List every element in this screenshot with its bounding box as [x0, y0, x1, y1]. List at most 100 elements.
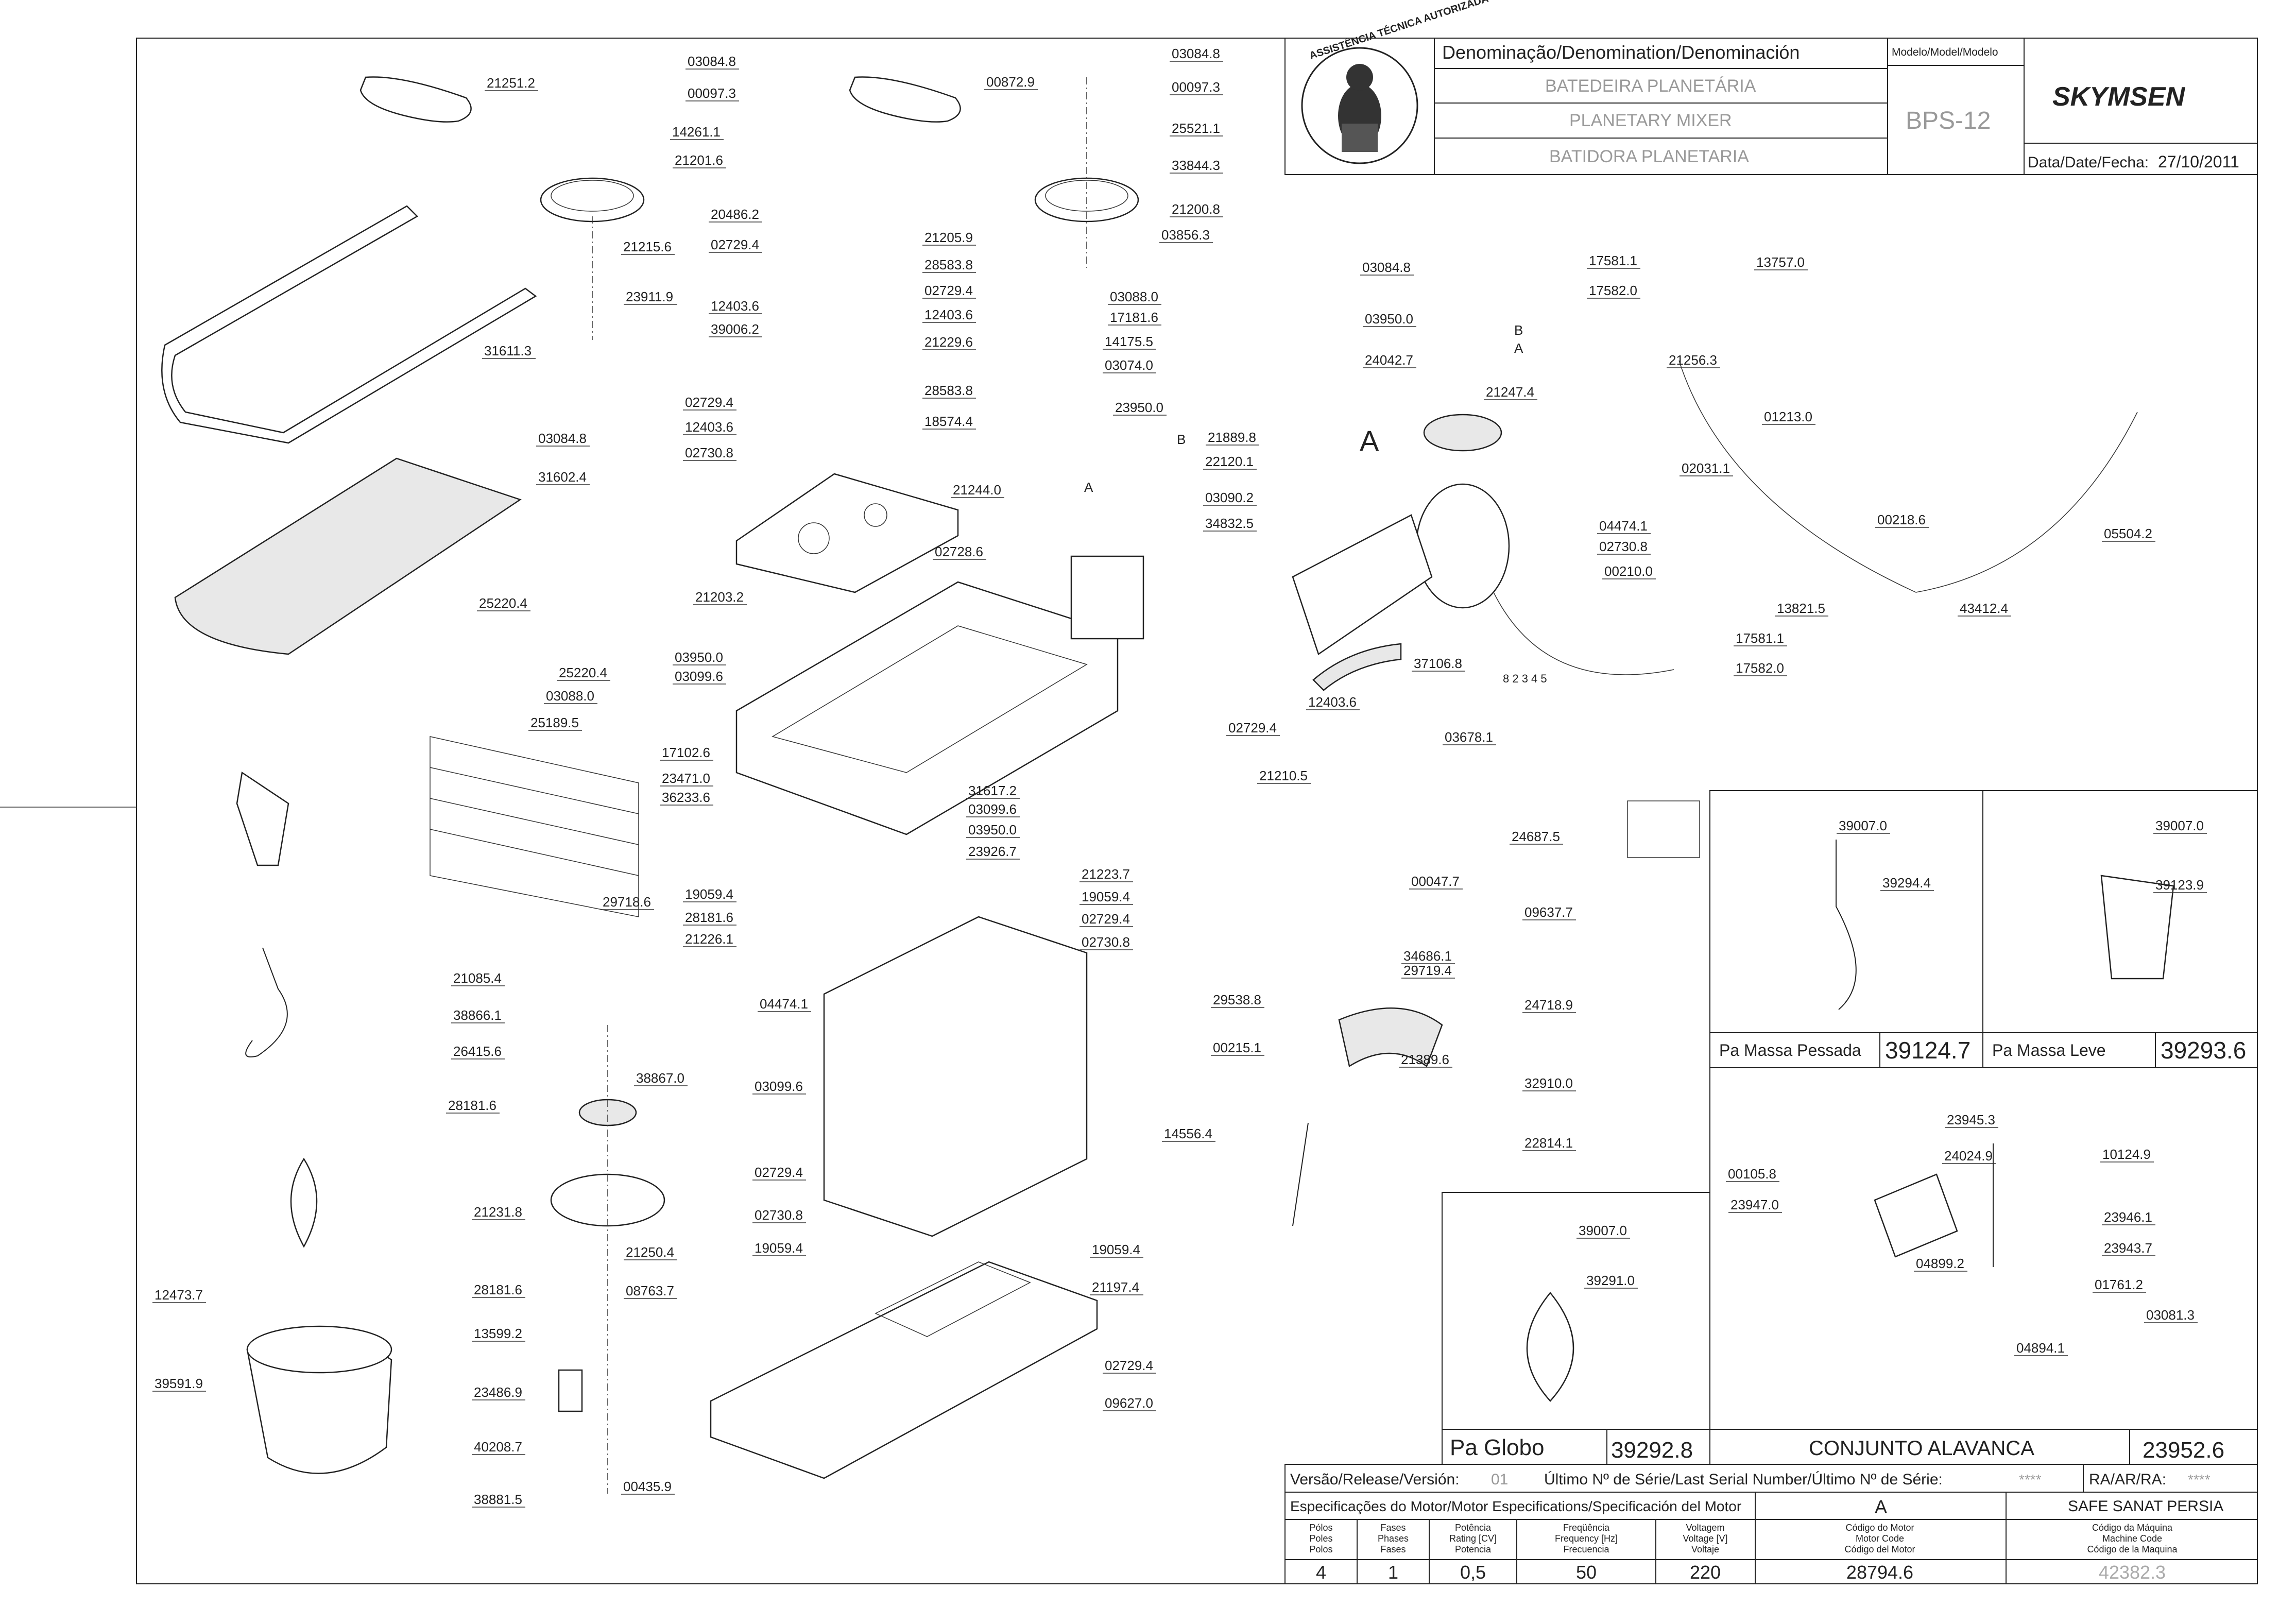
spec-value: 28794.6 [1846, 1562, 1913, 1583]
part-number-label: 29538.8 [1213, 992, 1261, 1007]
part-number-label: 09627.0 [1105, 1395, 1153, 1411]
part-number-label: 19059.4 [685, 886, 733, 902]
light-paddle-code: 39293.6 [2161, 1037, 2246, 1064]
globe-code: 39292.8 [1611, 1438, 1693, 1463]
part-number-label: 21229.6 [924, 334, 973, 350]
spec-value: 4 [1316, 1562, 1326, 1583]
drawing-frame [136, 38, 2258, 1584]
part-number-label: 14556.4 [1164, 1126, 1212, 1141]
spec-label: Fases [1380, 1523, 1406, 1533]
safety-guard [430, 736, 639, 917]
part-number-label: 39591.9 [155, 1376, 203, 1391]
motor-spec-header: Especificações do Motor/Motor Especifica… [1290, 1498, 1741, 1514]
part-number-label: 02730.8 [755, 1207, 803, 1223]
brand-logo: SKYMSEN [2052, 82, 2186, 112]
part-number-label: 43412.4 [1960, 601, 2008, 616]
part-number-label: 25189.5 [530, 715, 579, 730]
part-number-label: 01761.2 [2095, 1277, 2143, 1292]
part-number-label: 21250.4 [626, 1244, 674, 1260]
part-number-label: 39294.4 [1882, 875, 1931, 891]
part-number-label: 34686.1 [1403, 948, 1452, 964]
part-number-label: 04474.1 [760, 996, 808, 1012]
spec-table: Versão/Release/Versión: 01 Último Nº de … [1284, 1464, 2258, 1584]
spec-label: Código de la Maquina [2087, 1544, 2178, 1554]
cover-plate [174, 457, 522, 655]
part-number-label: 25220.4 [479, 595, 527, 611]
part-number-label: 00047.7 [1411, 874, 1460, 889]
part-number-label: 04474.1 [1599, 518, 1648, 534]
part-number-label: 28181.6 [685, 910, 733, 925]
date-value: 27/10/2011 [2158, 152, 2239, 171]
part-number-label: 17582.0 [1736, 660, 1784, 676]
spec-col-voltage: Voltagem Voltage [V] Voltaje 220 [1683, 1523, 1727, 1583]
part-number-label: 02729.4 [711, 237, 759, 252]
part-number-label: 21389.6 [1401, 1052, 1449, 1067]
part-number-label: 00215.1 [1213, 1040, 1261, 1055]
motor [1415, 483, 1510, 609]
part-number-label: 25220.4 [559, 665, 607, 680]
part-number-label: 21226.1 [685, 931, 733, 947]
part-number-label: 02729.4 [924, 283, 973, 298]
serial-label: Último Nº de Série/Last Serial Number/Úl… [1544, 1471, 1943, 1488]
part-number-label: 21197.4 [1092, 1279, 1139, 1295]
part-number-label: 23911.9 [626, 289, 673, 304]
part-number-label: 21203.2 [695, 589, 744, 605]
part-number-label: 12403.6 [685, 419, 733, 435]
part-callouts: 03084.821251.200097.314261.121201.621215… [152, 46, 2207, 1508]
part-number-label: 03084.8 [1362, 260, 1411, 275]
spec-label: Pólos [1309, 1523, 1332, 1533]
model-value: BPS-12 [1906, 107, 1991, 134]
part-number-label: 00097.3 [1172, 79, 1220, 95]
part-number-label: 04899.2 [1916, 1256, 1964, 1271]
flat-beater [236, 771, 289, 866]
spec-col-frequency: Freqüência Frequency [Hz] Frecuencia 50 [1555, 1523, 1618, 1583]
part-number-label: 14261.1 [672, 124, 721, 140]
spec-col-motor-code: Código do Motor Motor Code Código del Mo… [1844, 1523, 1915, 1583]
part-number-label: 25521.1 [1172, 121, 1220, 136]
lift-bushing [558, 1369, 583, 1412]
spec-label: Freqüência [1563, 1523, 1610, 1533]
part-number-label: 17102.6 [662, 745, 710, 760]
part-number-label: 20486.2 [711, 207, 759, 222]
part-number-label: 39007.0 [1839, 818, 1887, 833]
part-number-label: 21247.4 [1486, 384, 1534, 400]
part-number-label: 31611.3 [484, 343, 532, 358]
top-plate [735, 473, 959, 593]
part-number-label: 21200.8 [1172, 201, 1220, 217]
part-number-label: 32910.0 [1524, 1075, 1573, 1091]
part-number-label: 03074.0 [1105, 357, 1153, 373]
title-block: ASSISTÊNCIA TÉCNICA AUTORIZADA Denominaç… [1284, 0, 2258, 175]
machine-base [710, 1261, 1098, 1479]
part-number-label: 08763.7 [626, 1283, 674, 1298]
part-number-label: 13821.5 [1777, 601, 1825, 616]
spec-value: 1 [1388, 1562, 1398, 1583]
spec-label: Voltaje [1691, 1544, 1719, 1554]
motor-letter: A [1875, 1496, 1887, 1517]
part-number-label: 02728.6 [935, 544, 983, 559]
part-number-label: 29719.4 [1403, 963, 1452, 978]
part-number-label: 09637.7 [1524, 904, 1573, 920]
machine-name-es: BATIDORA PLANETARIA [1549, 147, 1749, 166]
serial-value: **** [2019, 1472, 2042, 1488]
part-number-label: 34832.5 [1205, 516, 1254, 531]
model-header: Modelo/Model/Modelo [1892, 46, 1998, 58]
part-number-label: 39006.2 [711, 321, 759, 337]
part-number-label: 24718.9 [1524, 997, 1573, 1013]
spec-label: Código do Motor [1845, 1523, 1914, 1533]
part-number-label: 02729.4 [1228, 720, 1277, 736]
part-number-label: 40208.7 [474, 1439, 522, 1455]
part-number-label: 36233.6 [662, 790, 710, 805]
spec-label: Frequency [Hz] [1555, 1533, 1618, 1544]
part-number-label: 21223.7 [1082, 866, 1130, 882]
motor-bracket [1292, 514, 1433, 655]
part-number-label: 37106.8 [1414, 656, 1462, 671]
part-number-label: 39291.0 [1586, 1273, 1635, 1288]
part-number-label: 22814.1 [1524, 1135, 1573, 1151]
decal-strip [1338, 1007, 1443, 1067]
part-number-label: 12403.6 [711, 298, 759, 314]
part-number-label: 14175.5 [1105, 334, 1153, 349]
part-number-label: 03084.8 [1172, 46, 1220, 61]
part-number-label: 02730.8 [1082, 934, 1130, 950]
part-number-label: 39007.0 [1579, 1223, 1627, 1238]
part-number-label: 13599.2 [474, 1326, 522, 1341]
